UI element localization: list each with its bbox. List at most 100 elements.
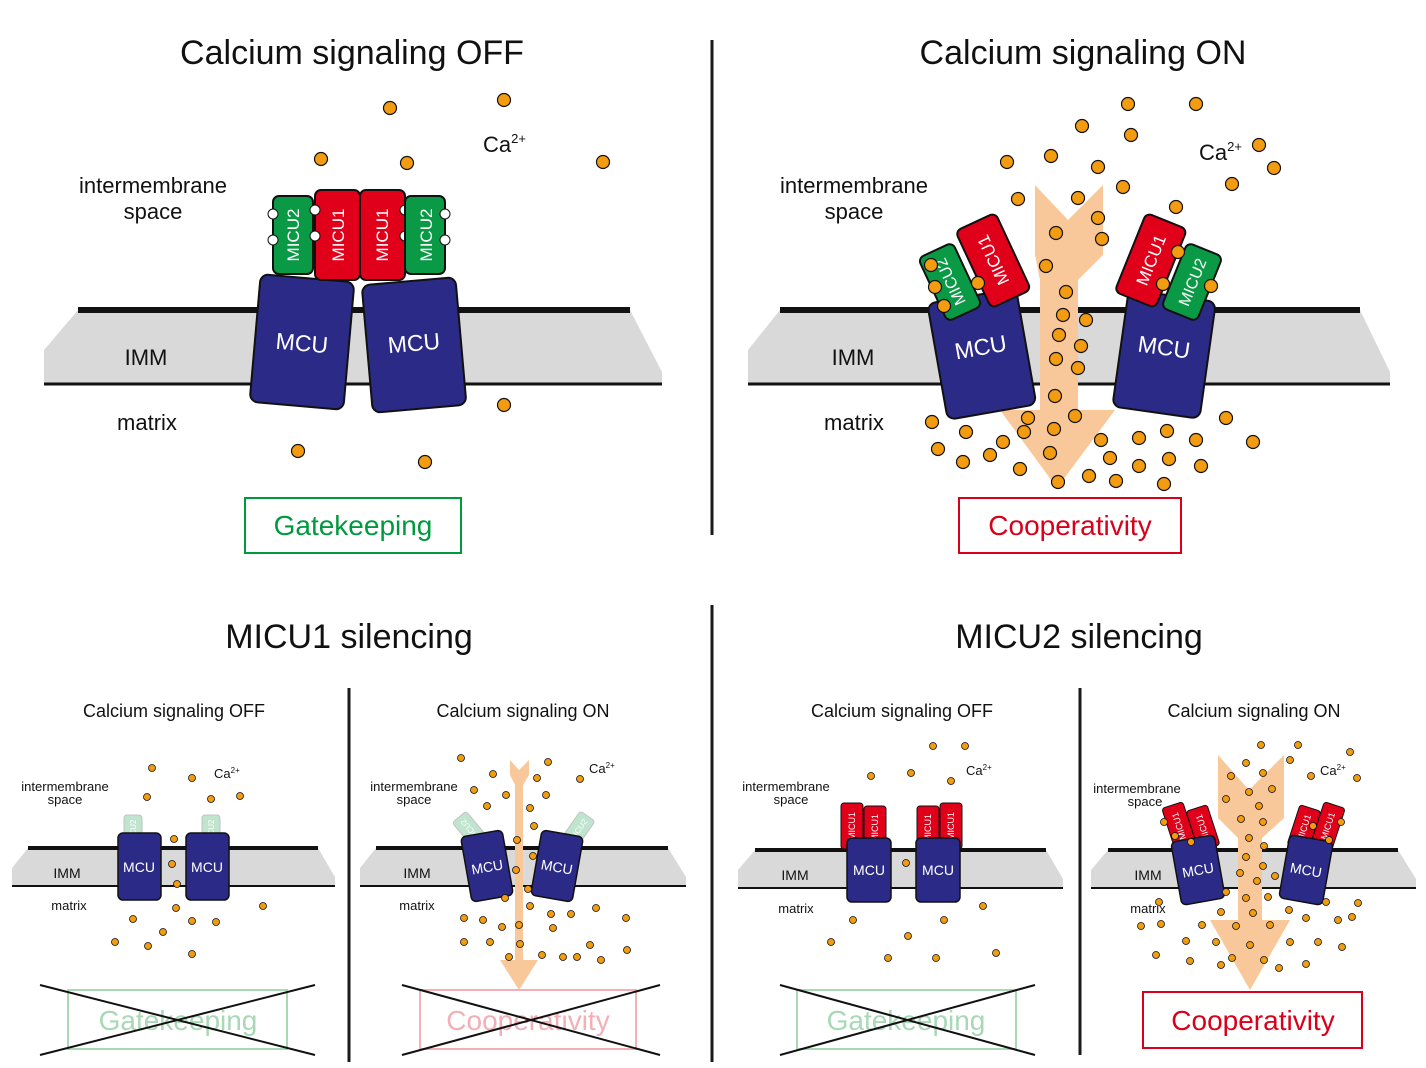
calcium-ion xyxy=(1038,258,1054,274)
ims-label: space xyxy=(1128,794,1163,809)
calcium-ion xyxy=(505,953,513,961)
imm-label: IMM xyxy=(125,345,168,370)
calcium-ion xyxy=(236,792,244,800)
calcium-ion xyxy=(1257,741,1265,749)
mcu-label: MCU xyxy=(922,862,954,878)
calcium-ion xyxy=(961,742,969,750)
calcium-ion xyxy=(382,100,398,116)
calcium-ion xyxy=(1260,842,1268,850)
mcu-label: MCU xyxy=(540,856,574,877)
calcium-ion xyxy=(1137,922,1145,930)
mcu-channel: MCU xyxy=(927,288,1037,420)
calcium-ion xyxy=(992,949,1000,957)
calcium-ion xyxy=(173,880,181,888)
calcium-ion xyxy=(1170,244,1186,260)
mcu-label: MCU xyxy=(123,859,155,875)
ims-label: intermembrane xyxy=(370,779,457,794)
calcium-ion xyxy=(129,915,137,923)
calcium-ion xyxy=(399,155,415,171)
micu-label: MICU1 xyxy=(870,814,880,842)
calcium-ion xyxy=(188,774,196,782)
calcium-ion xyxy=(979,902,987,910)
calcium-ion xyxy=(936,298,952,314)
calcium-ion xyxy=(1042,445,1058,461)
calcium-ion xyxy=(1182,937,1190,945)
gatekeeping-box xyxy=(244,497,462,554)
calcium-ion xyxy=(1123,127,1139,143)
calcium-ion xyxy=(1309,822,1317,830)
subpanel-on: Calcium signaling ON intermembrane space… xyxy=(1091,701,1416,1049)
calcium-ion xyxy=(148,764,156,772)
calcium-ion xyxy=(586,941,594,949)
calcium-ion xyxy=(1302,914,1310,922)
micu-label: MICU1 xyxy=(923,814,933,842)
calcium-ion xyxy=(1050,474,1066,490)
calcium-ion xyxy=(1266,921,1274,929)
calcium-ion xyxy=(907,769,915,777)
calcium-ion xyxy=(1188,96,1204,112)
calcium-ion xyxy=(1048,351,1064,367)
calcium-ion xyxy=(168,860,176,868)
calcium-ion xyxy=(573,953,581,961)
panel-micu1-silencing: MICU1 silencing Calcium signaling OFF in… xyxy=(12,618,686,1056)
calcium-ion xyxy=(1245,834,1253,842)
calcium-ion xyxy=(1070,190,1086,206)
calcium-ion xyxy=(1217,961,1225,969)
panel-micu2-silencing: MICU2 silencing Calcium signaling OFF in… xyxy=(738,618,1416,1056)
ims-label: space xyxy=(397,792,432,807)
calcium-ion xyxy=(1255,802,1263,810)
mcu-label: MCU xyxy=(1289,859,1323,880)
calcium-ion xyxy=(1338,943,1346,951)
calcium-ion xyxy=(515,921,523,929)
calcium-ion xyxy=(884,954,892,962)
mcu-channel xyxy=(117,832,162,901)
calcium-ion xyxy=(1348,913,1356,921)
calcium-ion xyxy=(1242,759,1250,767)
panel-title: Calcium signaling ON xyxy=(920,34,1247,72)
calcium-ion xyxy=(542,791,550,799)
calcium-ion xyxy=(1070,360,1086,376)
gatekeeping-box xyxy=(67,989,288,1050)
mcu-label: MCU xyxy=(191,859,223,875)
subpanel-off: Calcium signaling OFF intermembrane spac… xyxy=(12,701,335,1056)
imm-label: IMM xyxy=(1134,867,1161,883)
micu-label: MICU1 xyxy=(329,209,348,262)
calcium-ion xyxy=(1081,468,1097,484)
cooperativity-box xyxy=(1142,991,1363,1049)
ims-label: space xyxy=(124,199,183,224)
calcium-ion xyxy=(1093,432,1109,448)
calcium-ion xyxy=(1168,199,1184,215)
calcium-ion xyxy=(1271,872,1279,880)
calcium-ion xyxy=(1353,774,1361,782)
gatekeeping-box xyxy=(796,989,1017,1050)
calcium-ion xyxy=(1242,853,1250,861)
calcium-ion xyxy=(940,916,948,924)
calcium-ion xyxy=(512,866,520,874)
calcium-ion xyxy=(1222,888,1230,896)
calcium-ion xyxy=(1322,898,1330,906)
calcium-ion xyxy=(1228,954,1236,962)
calcium-ion xyxy=(513,836,521,844)
cross-out-line xyxy=(39,984,316,1056)
calcium-ion xyxy=(623,946,631,954)
calcium-flux-arrow xyxy=(1210,755,1290,990)
micu1-subunit: MICU1 xyxy=(309,189,361,281)
calcium-ion xyxy=(212,918,220,926)
micu2-subunit: MICU2 xyxy=(267,195,314,275)
ims-label: space xyxy=(774,792,809,807)
calcium-ion xyxy=(144,942,152,950)
mcu-channel: MCU xyxy=(460,829,514,903)
calcium-ion xyxy=(460,938,468,946)
calcium-ion xyxy=(1048,225,1064,241)
calcium-ion xyxy=(597,956,605,964)
calcium-ion xyxy=(1171,832,1179,840)
ims-label: space xyxy=(825,199,884,224)
calcium-ion xyxy=(1156,476,1172,492)
calcium-ion xyxy=(207,795,215,803)
calcium-ion xyxy=(479,916,487,924)
cooperativity-label: Cooperativity xyxy=(988,510,1151,541)
mcu-channel xyxy=(185,832,230,901)
calcium-ion xyxy=(592,904,600,912)
calcium-ion xyxy=(1078,312,1094,328)
